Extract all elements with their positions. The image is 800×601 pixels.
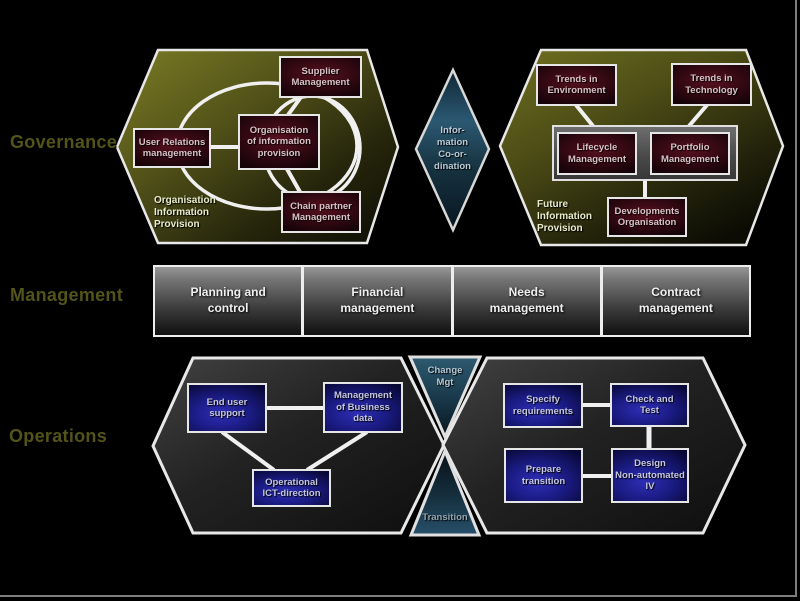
organisation-information-provision-caption: Organisation Information Provision	[154, 195, 216, 230]
node-prepare-transition: Prepare transition	[504, 448, 583, 503]
management-cell-contract-management: Contract management	[602, 267, 749, 335]
node-specify-requirements: Specify requirements	[503, 383, 583, 428]
frame-right-border	[795, 0, 797, 597]
node-management-of-business-data: Management of Business data	[323, 382, 403, 433]
node-developments-organisation: Developments Organisation	[607, 197, 687, 237]
transition-triangle	[408, 447, 482, 537]
connector-line	[687, 103, 709, 128]
node-portfolio-management: Portfolio Management	[650, 132, 730, 175]
connector-line	[285, 168, 302, 193]
governance-row-label: Governance	[10, 132, 118, 152]
transition-label: Transition	[422, 512, 468, 523]
operations-development-hexagon	[441, 356, 747, 535]
management-bar: Planning and control Financial managemen…	[153, 265, 751, 337]
node-user-relations-management: User Relations management	[133, 128, 211, 168]
node-trends-in-technology: Trends in Technology	[671, 63, 752, 106]
future-information-provision-caption: Future Information Provision	[537, 199, 592, 234]
node-chain-partner-management: Chain partner Management	[281, 191, 361, 233]
connector-line	[220, 430, 276, 472]
node-check-and-test: Check and Test	[610, 383, 689, 427]
change-mgt-label: Change Mgt	[427, 365, 463, 389]
node-operational-ict-direction: Operational ICT-direction	[252, 469, 331, 507]
information-coordination-diamond	[414, 67, 491, 234]
node-design-non-automated-iv: Design Non-automated IV	[611, 448, 689, 503]
connector-line	[305, 430, 369, 472]
node-trends-in-environment: Trends in Environment	[536, 64, 617, 106]
frame-bottom-border	[0, 595, 797, 597]
management-cell-financial-management: Financial management	[304, 267, 451, 335]
management-cell-planning-and-control: Planning and control	[155, 267, 302, 335]
node-end-user-support: End user support	[187, 383, 267, 433]
management-cell-needs-management: Needs management	[453, 267, 600, 335]
change-mgt-triangle	[407, 355, 483, 441]
node-organisation-information-provision: Organisation of information provision	[238, 114, 320, 170]
node-supplier-management: Supplier Management	[279, 56, 362, 98]
connector-line	[286, 95, 303, 117]
connector-line	[574, 103, 595, 128]
operations-row-label: Operations	[9, 426, 108, 446]
node-lifecycle-management: Lifecycle Management	[557, 132, 637, 175]
information-coordination-label: Infor- mation Co-or- dination	[434, 125, 471, 173]
management-row-label: Management	[10, 285, 124, 305]
